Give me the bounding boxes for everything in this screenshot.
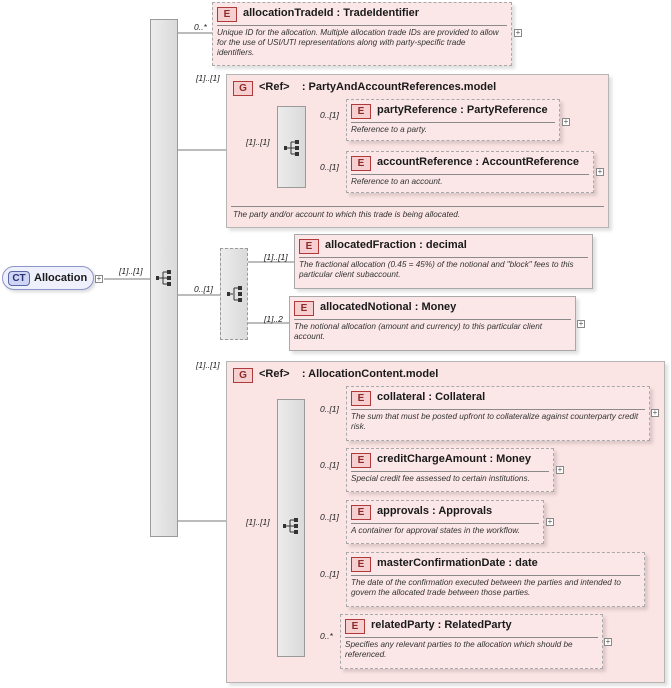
element-doc: Special credit fee assessed to certain i… — [351, 474, 530, 483]
sequence-bar-allocation-content[interactable] — [277, 399, 305, 657]
divider — [351, 575, 640, 576]
element-allocated-notional[interactable]: E allocatedNotional : Money The notional… — [289, 296, 576, 351]
divider — [294, 319, 571, 320]
expand-icon[interactable]: + — [604, 637, 612, 646]
element-doc: The fractional allocation (0.45 = 45%) o… — [299, 260, 574, 279]
element-name: collateral : Collateral — [377, 391, 486, 403]
sequence-bar-party-account[interactable] — [277, 106, 306, 188]
sequence-icon — [284, 140, 299, 156]
choice-icon — [227, 286, 242, 302]
element-badge: E — [299, 239, 319, 254]
element-badge: E — [345, 619, 365, 634]
master-confirmation-date-cardinality: 0..[1] — [320, 569, 339, 579]
element-badge: E — [351, 505, 371, 520]
divider — [351, 471, 549, 472]
element-doc: Reference to an account. — [351, 177, 443, 186]
sequence-icon — [283, 518, 298, 534]
allocated-fraction-cardinality: [1]..[1] — [264, 252, 288, 262]
allocation-complex-type[interactable]: CT Allocation — [2, 266, 94, 290]
divider — [351, 523, 539, 524]
group-title: <Ref> : AllocationContent.model — [259, 368, 439, 380]
element-doc: Unique ID for the allocation. Multiple a… — [217, 28, 499, 57]
element-name: relatedParty : RelatedParty — [371, 619, 512, 631]
group-badge: G — [233, 368, 253, 383]
element-party-reference[interactable]: E partyReference : PartyReference Refere… — [346, 99, 560, 141]
element-credit-charge-amount[interactable]: E creditChargeAmount : Money Special cre… — [346, 448, 554, 492]
element-name: allocatedFraction : decimal — [325, 239, 467, 251]
divider — [351, 174, 589, 175]
element-doc: The date of the confirmation executed be… — [351, 578, 621, 597]
collateral-cardinality: 0..[1] — [320, 404, 339, 414]
element-allocated-fraction[interactable]: E allocatedFraction : decimal The fracti… — [294, 234, 593, 289]
group-doc: The party and/or account to which this t… — [233, 210, 461, 219]
element-badge: E — [351, 453, 371, 468]
expand-icon[interactable]: + — [596, 167, 604, 176]
group-title: <Ref> : PartyAndAccountReferences.model — [259, 81, 497, 93]
sequence-icon — [156, 270, 171, 286]
element-name: approvals : Approvals — [377, 505, 493, 517]
element-badge: E — [351, 391, 371, 406]
element-doc: The notional allocation (amount and curr… — [294, 322, 543, 341]
element-name: accountReference : AccountReference — [377, 156, 579, 168]
collapse-icon[interactable]: + — [95, 274, 103, 283]
element-name: allocatedNotional : Money — [320, 301, 457, 313]
complex-type-badge: CT — [8, 271, 30, 286]
expand-icon[interactable]: + — [546, 517, 554, 526]
element-doc: Specifies any relevant parties to the al… — [345, 640, 573, 659]
element-related-party[interactable]: E relatedParty : RelatedParty Specifies … — [340, 614, 603, 669]
expand-icon[interactable]: + — [562, 117, 570, 126]
element-badge: E — [351, 156, 371, 171]
element-name: allocationTradeId : TradeIdentifier — [243, 7, 420, 19]
element-badge: E — [351, 557, 371, 572]
divider — [351, 122, 555, 123]
divider — [345, 637, 598, 638]
expand-icon[interactable]: + — [556, 465, 564, 474]
divider — [217, 25, 507, 26]
divider — [351, 409, 645, 410]
divider — [231, 206, 604, 207]
element-master-confirmation-date[interactable]: E masterConfirmationDate : date The date… — [346, 552, 645, 607]
element-allocation-trade-id[interactable]: E allocationTradeId : TradeIdentifier Un… — [212, 2, 512, 66]
group-allocation-content-cardinality: [1]..[1] — [196, 360, 220, 370]
expand-icon[interactable]: + — [514, 28, 522, 37]
element-name: masterConfirmationDate : date — [377, 557, 538, 569]
account-reference-cardinality: 0..[1] — [320, 162, 339, 172]
group-allocation-content-seq-cardinality: [1]..[1] — [246, 517, 270, 527]
related-party-cardinality: 0..* — [320, 631, 333, 641]
element-badge: E — [294, 301, 314, 316]
element-account-reference[interactable]: E accountReference : AccountReference Re… — [346, 151, 594, 193]
element-badge: E — [217, 7, 237, 22]
approvals-cardinality: 0..[1] — [320, 512, 339, 522]
element-doc: A container for approval states in the w… — [351, 526, 520, 535]
element-approvals[interactable]: E approvals : Approvals A container for … — [346, 500, 544, 544]
element-name: partyReference : PartyReference — [377, 104, 548, 116]
element-name: creditChargeAmount : Money — [377, 453, 532, 465]
expand-icon[interactable]: + — [651, 408, 659, 417]
element-doc: The sum that must be posted upfront to c… — [351, 412, 639, 431]
credit-charge-amount-cardinality: 0..[1] — [320, 460, 339, 470]
group-party-account-seq-cardinality: [1]..[1] — [246, 137, 270, 147]
root-cardinality: [1]..[1] — [119, 266, 143, 276]
party-reference-cardinality: 0..[1] — [320, 110, 339, 120]
choice-cardinality: 0..[1] — [194, 284, 213, 294]
allocated-notional-cardinality: [1]..2 — [264, 314, 283, 324]
element-collateral[interactable]: E collateral : Collateral The sum that m… — [346, 386, 650, 441]
group-party-account-cardinality: [1]..[1] — [196, 73, 220, 83]
expand-icon[interactable]: + — [577, 319, 585, 328]
element-doc: Reference to a party. — [351, 125, 427, 134]
allocation-trade-id-cardinality: 0..* — [194, 22, 207, 32]
divider — [299, 257, 588, 258]
element-badge: E — [351, 104, 371, 119]
group-badge: G — [233, 81, 253, 96]
complex-type-name: Allocation — [34, 272, 88, 284]
